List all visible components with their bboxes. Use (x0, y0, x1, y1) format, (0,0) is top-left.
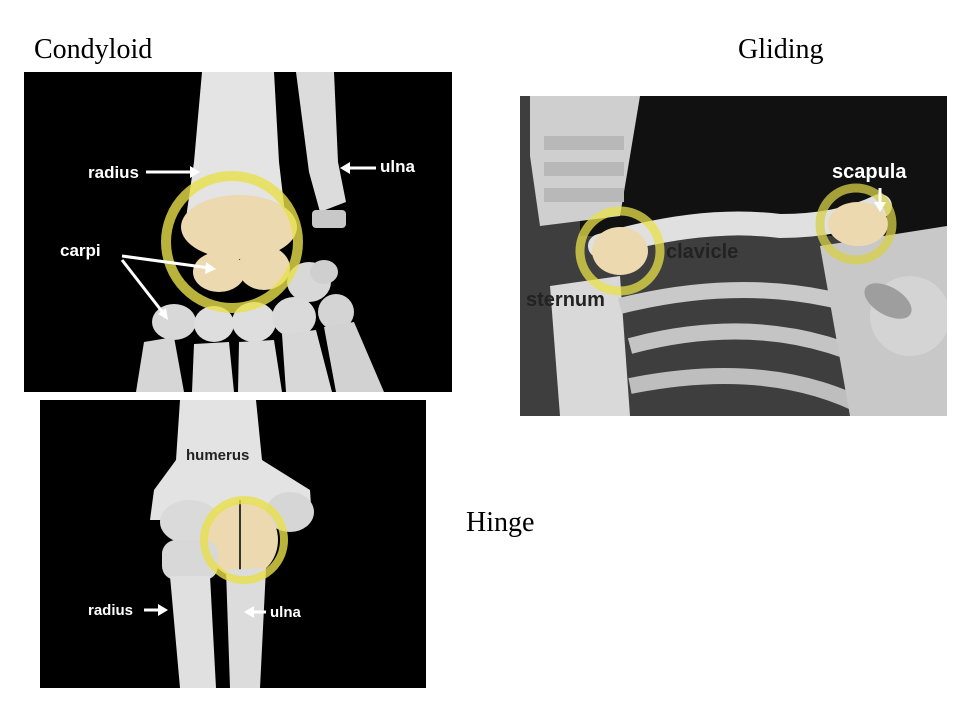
title-condyloid: Condyloid (34, 34, 153, 65)
shoulder-illustration: scapula clavicle sternum (520, 96, 947, 416)
sternum-bone (550, 276, 630, 416)
ulna-forearm (226, 568, 266, 688)
label-carpi: carpi (60, 241, 101, 260)
label-ulna: ulna (380, 157, 415, 176)
label-clavicle: clavicle (666, 241, 738, 263)
radiocarpal-joint (181, 195, 297, 259)
highlight-ring-scapular (815, 183, 897, 265)
radius-bone (184, 72, 286, 232)
acromioclavicular-joint (828, 202, 888, 246)
title-hinge: Hinge (466, 507, 535, 538)
label-radius: radius (88, 163, 139, 182)
elbow-image: humerus radius ulna (40, 400, 426, 688)
ulna-bone (296, 72, 346, 212)
elbow-illustration: humerus radius ulna (40, 400, 426, 688)
carpi-arrow-1 (121, 254, 211, 270)
sternoclavicular-joint (592, 227, 648, 275)
label-scapula: scapula (832, 161, 907, 183)
title-gliding: Gliding (738, 34, 824, 65)
highlight-ring (200, 496, 288, 584)
humerus-bone (150, 400, 312, 520)
humeroulnar-joint (206, 502, 278, 578)
label-radius: radius (88, 602, 133, 619)
highlight-ring-sternal (575, 206, 665, 296)
wrist-illustration: radius ulna carpi (24, 72, 452, 392)
label-humerus: humerus (186, 447, 249, 464)
shoulder-image: scapula clavicle sternum (520, 96, 947, 416)
carpi-arrow-2 (120, 259, 166, 315)
wrist-image: radius ulna carpi (24, 72, 452, 392)
radius-forearm (170, 576, 216, 688)
label-sternum: sternum (526, 289, 605, 311)
label-ulna: ulna (270, 604, 301, 621)
highlight-ring (161, 171, 303, 313)
